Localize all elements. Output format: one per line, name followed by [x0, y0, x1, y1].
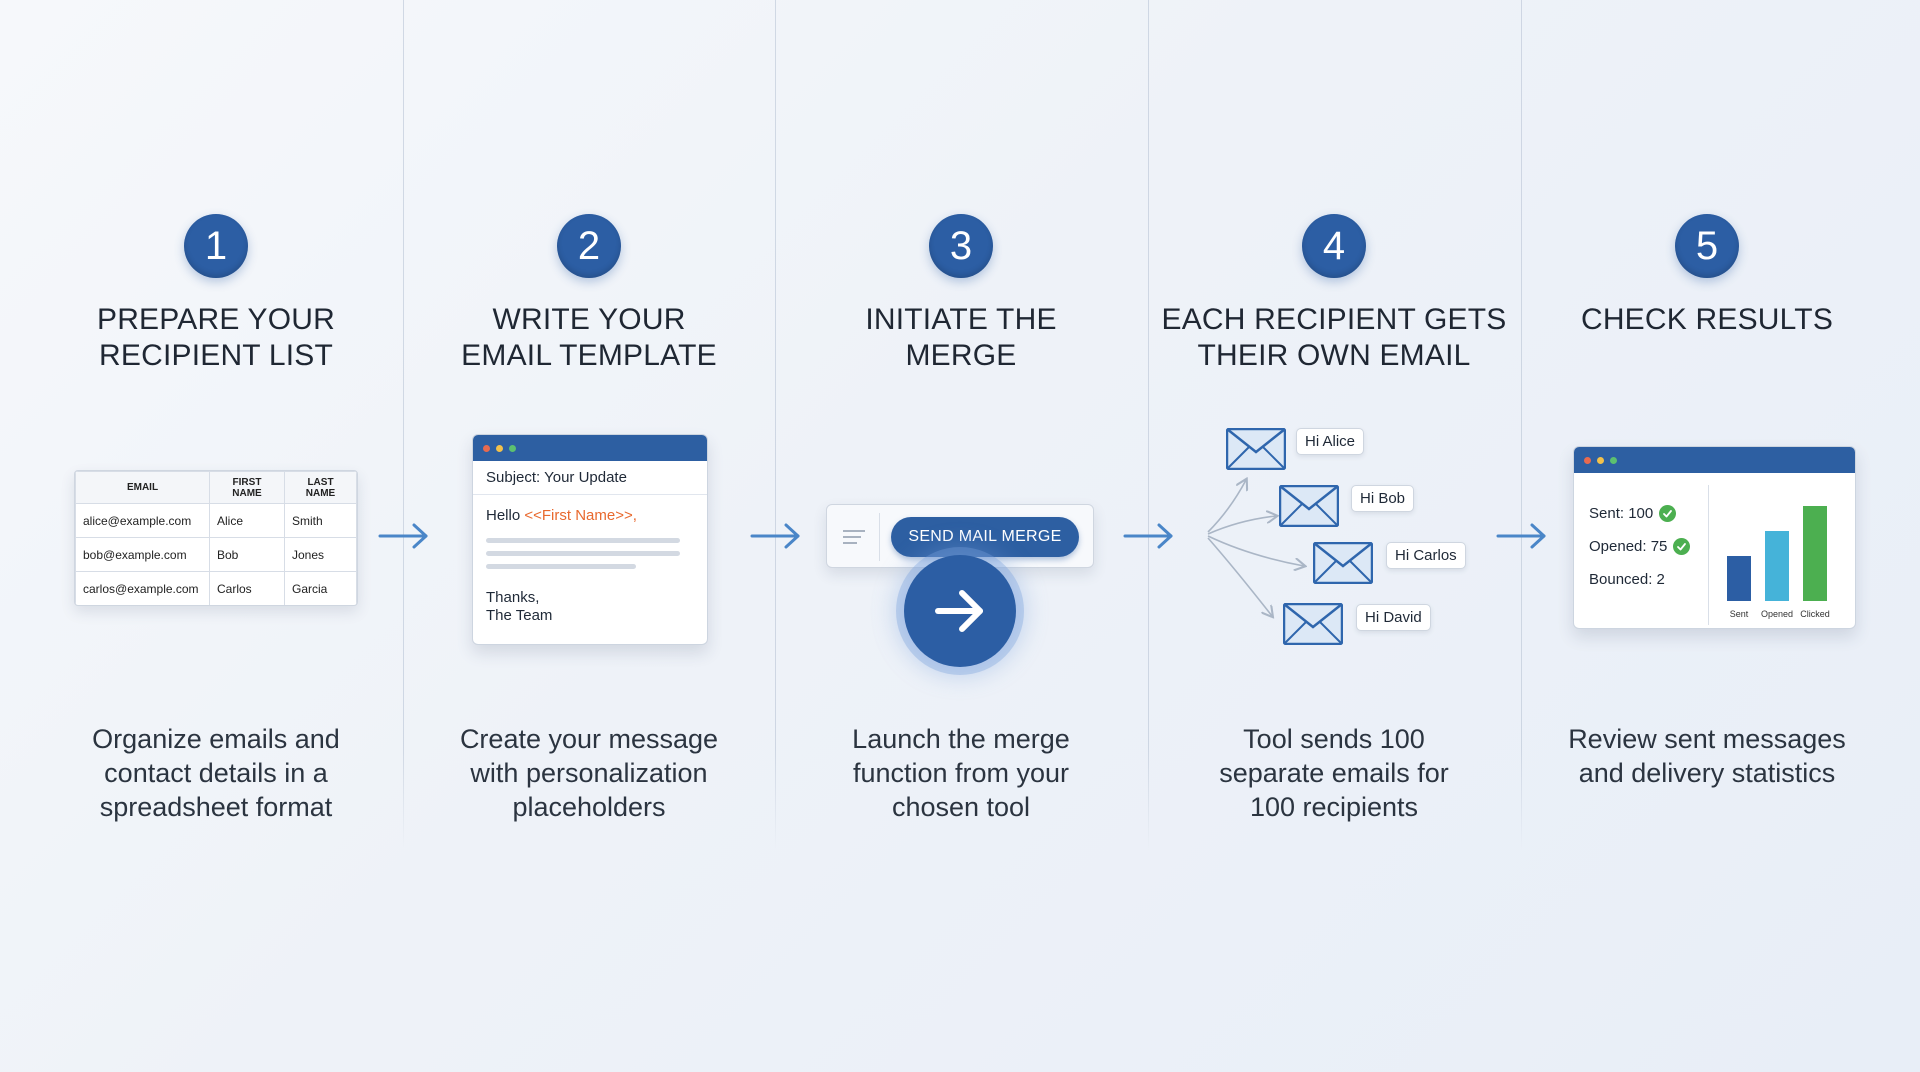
send-mail-merge-button[interactable]: SEND MAIL MERGE — [891, 517, 1079, 557]
greeting-text: Hello — [486, 507, 525, 524]
envelope-icon — [1283, 603, 1343, 645]
step-title: PREPARE YOUR RECIPIENT LIST — [96, 303, 336, 372]
table-header-row: EMAIL FIRST NAME LAST NAME — [75, 471, 357, 504]
recipient-greeting: Hi David — [1356, 604, 1431, 631]
chart-tick-label: Clicked — [1800, 609, 1830, 619]
window-title-bar — [1574, 447, 1855, 473]
table-cell: bob@example.com — [75, 537, 210, 572]
table-cell: carlos@example.com — [75, 571, 210, 605]
sent-count: Sent: 100 — [1589, 505, 1654, 522]
table-cell: alice@example.com — [75, 503, 210, 538]
stat-row: Bounced: 2 — [1589, 563, 1690, 596]
table-cell: Jones — [284, 537, 357, 572]
step-number-badge: 5 — [1675, 214, 1739, 278]
step-description: Create your message with personalization… — [459, 724, 719, 822]
chart-tick-label: Sent — [1729, 609, 1749, 619]
window-close-dot — [483, 444, 490, 452]
step-title: WRITE YOUR EMAIL TEMPLATE — [461, 303, 717, 372]
chart-bar-clicked — [1803, 506, 1827, 601]
recipient-greeting: Hi Alice — [1296, 428, 1365, 455]
column-divider — [1148, 0, 1149, 850]
step-description: Tool sends 100 separate emails for 100 r… — [1219, 724, 1449, 822]
window-maximize-dot — [509, 444, 516, 452]
text-line-placeholder — [486, 538, 680, 543]
column-header: FIRST NAME — [209, 471, 285, 504]
step-number-badge: 4 — [1302, 214, 1366, 278]
step-1: 1 PREPARE YOUR RECIPIENT LIST Organize e… — [30, 0, 402, 1072]
opened-count: Opened: 75 — [1589, 538, 1668, 555]
check-icon — [1659, 505, 1677, 522]
table-cell: Garcia — [284, 571, 357, 605]
column-divider — [1521, 0, 1522, 850]
table-cell: Alice — [209, 503, 285, 538]
step-description: Launch the merge function from your chos… — [852, 724, 1070, 822]
arrow-right-icon — [750, 523, 800, 549]
results-bar-chart: Sent Opened Clicked — [1708, 485, 1838, 625]
window-close-dot — [1584, 456, 1591, 464]
table-cell: Carlos — [209, 571, 285, 605]
lines-icon[interactable] — [841, 527, 867, 547]
chart-tick-label: Opened — [1760, 609, 1794, 619]
chart-bar-opened — [1765, 531, 1789, 601]
delivery-stats: Sent: 100 Opened: 75 Bounced: 2 — [1589, 497, 1691, 596]
chart-bar-sent — [1727, 556, 1751, 601]
window-title-bar — [473, 435, 707, 461]
step-4: 4 EACH RECIPIENT GETS THEIR OWN EMAIL To… — [1148, 0, 1520, 1072]
merge-toolbar: SEND MAIL MERGE — [826, 504, 1094, 568]
first-name-placeholder: <<First Name>>, — [524, 507, 637, 524]
table-row: bob@example.com Bob Jones — [75, 537, 357, 572]
arrow-right-icon — [1123, 523, 1173, 549]
column-header: LAST NAME — [284, 471, 357, 504]
step-title: CHECK RESULTS — [1580, 303, 1834, 336]
step-number-badge: 1 — [184, 214, 248, 278]
arrow-right-icon — [378, 523, 428, 549]
step-number-badge: 2 — [557, 214, 621, 278]
email-subject: Subject: Your Update — [473, 461, 707, 495]
step-title: INITIATE THE MERGE — [865, 303, 1057, 372]
text-line-placeholder — [486, 564, 636, 569]
launch-merge-button[interactable] — [904, 555, 1016, 667]
window-maximize-dot — [1610, 456, 1617, 464]
step-5: 5 CHECK RESULTS Review sent messages and… — [1521, 0, 1893, 1072]
recipient-greeting: Hi Carlos — [1386, 542, 1466, 569]
step-number-badge: 3 — [929, 214, 993, 278]
envelope-icon — [1279, 485, 1339, 527]
window-minimize-dot — [1597, 456, 1604, 464]
stat-row: Opened: 75 — [1589, 530, 1691, 563]
envelope-icon — [1313, 542, 1373, 584]
column-divider — [403, 0, 404, 850]
text-line-placeholder — [486, 551, 680, 556]
recipient-spreadsheet: EMAIL FIRST NAME LAST NAME alice@example… — [74, 470, 358, 606]
arrow-right-icon — [935, 590, 983, 632]
table-cell: Bob — [209, 537, 285, 572]
email-greeting: Hello <<First Name>>, — [473, 495, 707, 530]
recipient-greeting: Hi Bob — [1351, 485, 1415, 512]
step-3: 3 INITIATE THE MERGE Launch the merge fu… — [775, 0, 1147, 1072]
step-2: 2 WRITE YOUR EMAIL TEMPLATE Create your … — [403, 0, 775, 1072]
table-row: alice@example.com Alice Smith — [75, 503, 357, 538]
step-description: Organize emails and contact details in a… — [92, 724, 340, 822]
table-row: carlos@example.com Carlos Garcia — [75, 571, 357, 605]
stat-row: Sent: 100 — [1589, 497, 1690, 530]
step-description: Review sent messages and delivery statis… — [1568, 724, 1846, 788]
column-header: EMAIL — [75, 471, 210, 504]
column-divider — [775, 0, 776, 850]
fan-out-arrows — [1207, 470, 1310, 630]
email-template-window: Subject: Your Update Hello <<First Name>… — [472, 434, 708, 645]
window-minimize-dot — [496, 444, 503, 452]
step-title: EACH RECIPIENT GETS THEIR OWN EMAIL — [1161, 303, 1507, 372]
check-icon — [1673, 538, 1691, 555]
bounced-count: Bounced: 2 — [1589, 571, 1665, 588]
results-window: Sent: 100 Opened: 75 Bounced: 2 Sent Open… — [1573, 446, 1856, 629]
toolbar-separator — [879, 513, 880, 561]
table-cell: Smith — [284, 503, 357, 538]
arrow-right-icon — [1496, 523, 1546, 549]
envelope-icon — [1226, 428, 1286, 470]
email-signoff: Thanks, The Team — [486, 589, 553, 624]
